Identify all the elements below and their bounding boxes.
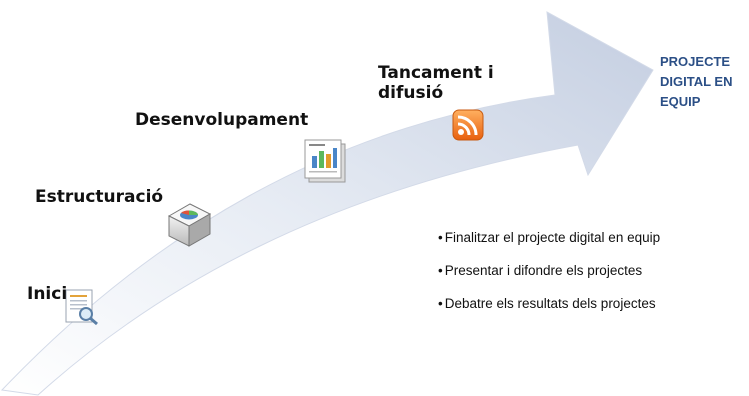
stage-label-estructuracio: Estructuració [35,187,164,207]
stage-label-inici: Inici [27,284,68,304]
list-item: Finalitzar el projecte digital en equip [438,221,660,254]
rss-feed-icon [452,109,484,141]
process-arrow [0,11,654,396]
outcome-list: Finalitzar el projecte digital en equip … [438,221,660,320]
box-chart-icon [167,203,212,247]
list-item: Debatre els resultats dels projectes [438,287,660,320]
list-item: Presentar i difondre els projectes [438,254,660,287]
report-chart-icon [304,139,346,183]
stage-label-desenvolupament: Desenvolupament [135,110,309,130]
document-search-icon [65,289,98,326]
stage-label-tancament: Tancament i difusió [378,63,494,103]
goal-title: PROJECTE DIGITAL EN EQUIP [660,54,733,109]
